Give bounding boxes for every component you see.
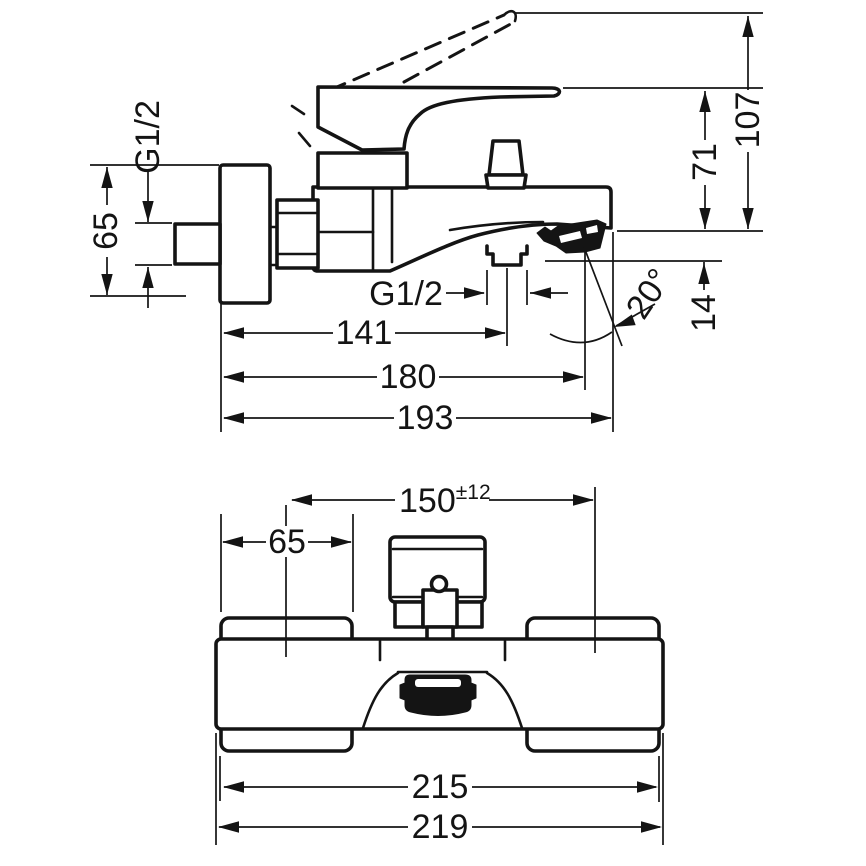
spout-fairing-lines	[361, 639, 524, 730]
shower-port-outline	[485, 244, 529, 267]
knob-neck-left	[393, 600, 425, 629]
side-extension-lines	[90, 12, 763, 432]
front-label-masks	[266, 482, 489, 842]
dim-spout-drop: 14	[685, 294, 723, 332]
side-label-masks	[92, 90, 766, 432]
dim-height-closed: 71	[686, 143, 724, 181]
hex-nut	[275, 198, 320, 270]
mixer-body-detail-lines	[311, 187, 545, 273]
dim-depth-193: 193	[397, 399, 454, 437]
wall-nipple	[173, 222, 222, 266]
dim-width-219: 219	[412, 808, 469, 846]
wall-plate	[218, 163, 272, 305]
dim-width-215: 215	[412, 768, 469, 806]
aerator-slit-2	[586, 225, 598, 234]
side-view: G1/2 65 107 71 14 20° G1/2 141 180 193	[87, 9, 767, 437]
dim-spout-thread: G1/2	[369, 275, 443, 313]
dim-height-open: 107	[729, 92, 767, 149]
dim-plate-height: 65	[87, 212, 125, 250]
aerator-slit-1	[559, 231, 582, 243]
dim-depth-180: 180	[380, 358, 437, 396]
dim-pitch: 150±12	[399, 481, 491, 520]
front-view: 150±12 65 215 219	[214, 481, 665, 846]
outlet-slit	[415, 679, 461, 687]
pull-knob-circle	[429, 574, 449, 594]
hex-nut-flats	[275, 211, 320, 256]
hose-connector-block	[421, 588, 459, 629]
dim-wall-thread: G1/2	[129, 100, 167, 174]
dim-plate-width: 65	[268, 523, 306, 561]
dim-spout-angle: 20°	[619, 262, 679, 326]
dim-depth-141: 141	[336, 314, 393, 352]
handle-base	[316, 151, 409, 190]
handle-open-dashed-outline	[290, 9, 520, 148]
diverter-knob-side	[484, 139, 528, 190]
handle-lever	[316, 85, 562, 152]
